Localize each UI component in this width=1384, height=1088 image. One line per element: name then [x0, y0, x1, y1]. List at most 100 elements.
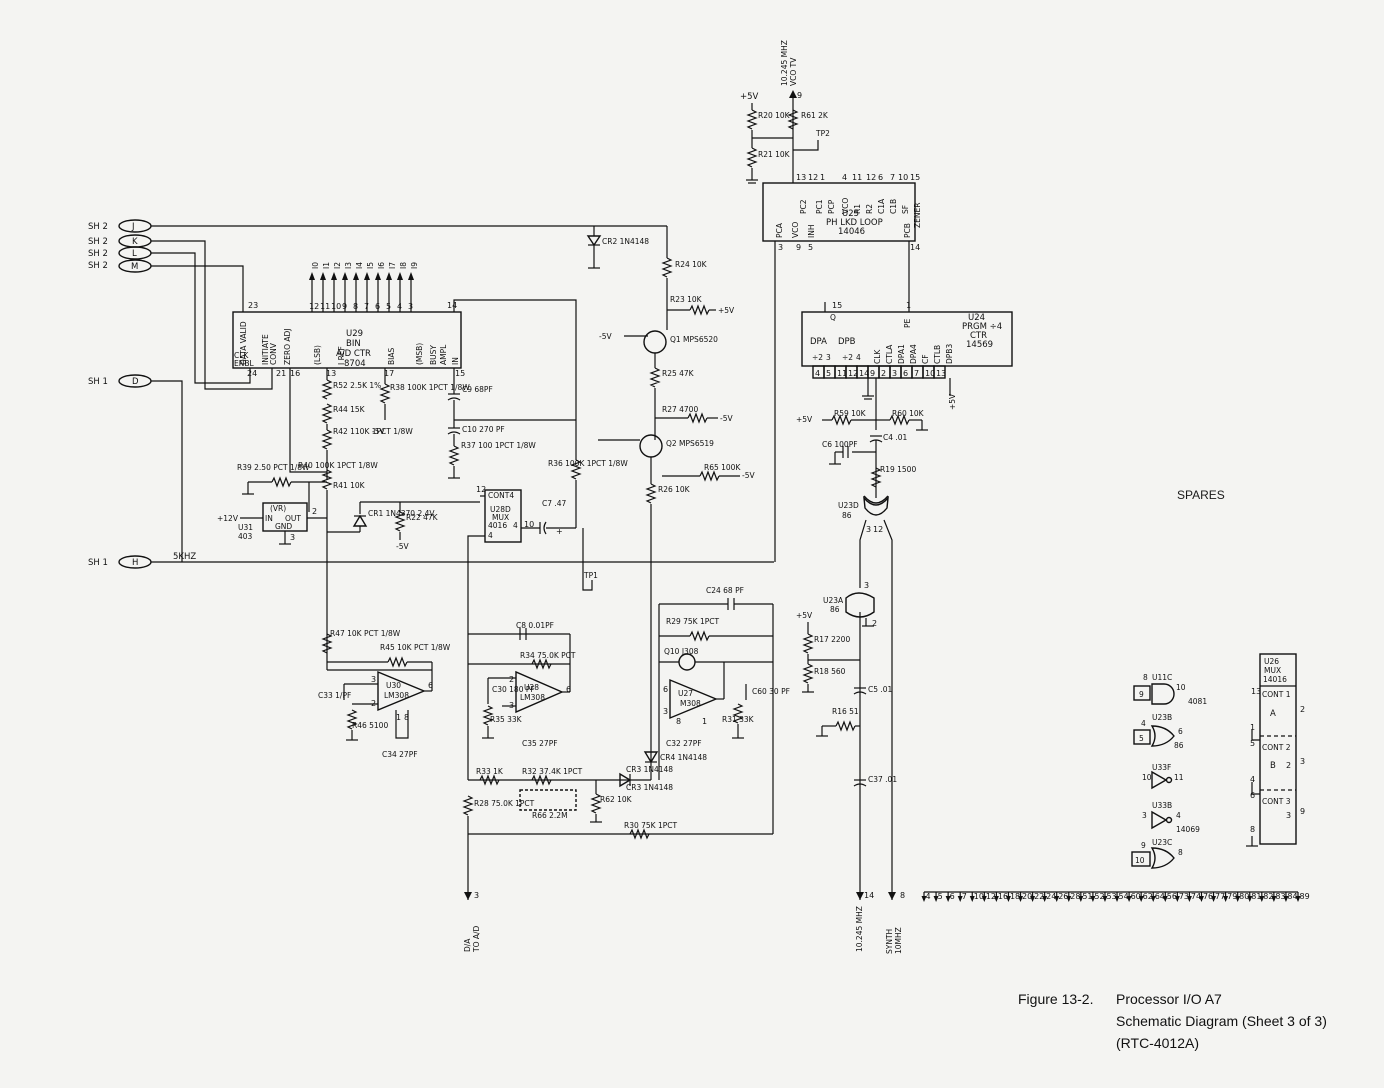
svg-text:9: 9 [1139, 690, 1144, 699]
u24-pin-label: 3 [892, 369, 897, 378]
svg-text:R33 1K: R33 1K [476, 767, 504, 776]
svg-text:CLK: CLK [234, 351, 249, 360]
svg-text:21: 21 [276, 369, 286, 378]
svg-text:DPB: DPB [838, 337, 856, 347]
svg-text:3: 3 [864, 581, 869, 590]
spare-u23c: 9 U23C 10 8 [1131, 838, 1183, 869]
svg-text:CR3 1N4148: CR3 1N4148 [626, 783, 673, 792]
svg-text:8: 8 [1178, 848, 1183, 857]
svg-text:AMPL: AMPL [439, 344, 448, 365]
svg-text:86: 86 [830, 605, 840, 614]
bus-pin-arrow [1283, 896, 1289, 902]
bus-pin-label: 16 [998, 892, 1008, 901]
svg-text:2: 2 [509, 675, 514, 684]
bus-pin-label: 81 [1251, 892, 1261, 901]
bus-pin-arrow [981, 896, 987, 902]
u24-pin-label: 2 [881, 369, 886, 378]
svg-text:3: 3 [663, 707, 668, 716]
svg-text:4: 4 [1176, 811, 1181, 820]
bus-pin-label: 24 [1046, 892, 1056, 901]
svg-text:U29: U29 [346, 329, 363, 339]
u24-pin-label: 12 [848, 369, 858, 378]
svg-text:R40 100K 1PCT 1/8W: R40 100K 1PCT 1/8W [298, 461, 378, 470]
svg-text:R19 1500: R19 1500 [880, 465, 916, 474]
svg-text:8: 8 [676, 717, 681, 726]
svg-text:PC2: PC2 [799, 199, 808, 214]
u23d-xor: U23D 86 3 12 [838, 495, 889, 534]
svg-text:10: 10 [898, 173, 908, 182]
bus-pin-arrow [945, 896, 951, 902]
svg-text:R1: R1 [853, 204, 862, 214]
svg-text:2: 2 [1286, 761, 1291, 770]
svg-text:10: 10 [1142, 773, 1152, 782]
svg-text:C1A: C1A [877, 198, 886, 214]
bus-pin-arrow [1174, 896, 1180, 902]
svg-text:MUX: MUX [1264, 666, 1281, 675]
figure-code: (RTC-4012A) [1116, 1035, 1199, 1051]
svg-text:SH 1: SH 1 [88, 377, 108, 387]
svg-text:10MHZ: 10MHZ [894, 927, 903, 954]
svg-text:U25: U25 [842, 209, 859, 219]
svg-text:403: 403 [238, 532, 253, 541]
u24-pin-label: 6 [903, 369, 908, 378]
u24-counter: DPA DPB ÷2 3 ÷2 4 CLK CTLA DPA1 DPA4 CF … [801, 301, 1013, 379]
svg-text:8: 8 [1143, 673, 1148, 682]
svg-text:+5V: +5V [796, 415, 813, 424]
svg-text:U23D: U23D [838, 501, 859, 510]
u24-pin-label: 7 [914, 369, 919, 378]
svg-text:C60 30 PF: C60 30 PF [752, 687, 790, 696]
svg-text:10.245 MHZ: 10.245 MHZ [855, 906, 864, 952]
bus-pin-arrow [1295, 896, 1301, 902]
svg-text:6: 6 [663, 685, 668, 694]
svg-text:VCO TV: VCO TV [789, 57, 798, 86]
figure-subtitle: Schematic Diagram (Sheet 3 of 3) [1116, 1013, 1327, 1029]
svg-text:CR3 1N4148: CR3 1N4148 [626, 765, 673, 774]
svg-text:3: 3 [1142, 811, 1147, 820]
svg-text:U33F: U33F [1152, 763, 1171, 772]
svg-text:CF: CF [921, 354, 930, 364]
bus-pin-label: 60 [1131, 892, 1141, 901]
svg-text:4081: 4081 [1188, 697, 1207, 706]
bus-pin-label: 4 [926, 892, 931, 901]
connector-h: SH 1 H 5KHZ [88, 552, 774, 569]
svg-text:C24 68 PF: C24 68 PF [706, 586, 744, 595]
bus-pin-label: 89 [1300, 892, 1310, 901]
svg-text:15: 15 [455, 369, 465, 378]
svg-text:13: 13 [326, 369, 336, 378]
svg-text:SF: SF [901, 205, 910, 214]
svg-text:ENBL: ENBL [234, 359, 254, 368]
svg-text:M308: M308 [680, 699, 701, 708]
bus-pin-label: 20 [1022, 892, 1032, 901]
bus-pin-arrow [1005, 896, 1011, 902]
svg-text:PCA: PCA [775, 222, 784, 238]
bus-pin-arrow [1042, 896, 1048, 902]
bus-pin-label: 22 [1034, 892, 1044, 901]
svg-text:C35 27PF: C35 27PF [522, 739, 558, 748]
svg-text:PH LKD LOOP: PH LKD LOOP [826, 218, 883, 228]
svg-text:÷2: ÷2 [842, 353, 853, 362]
u29-output-pin: 10 [331, 302, 341, 311]
bus-pin-arrow [1066, 896, 1072, 902]
svg-text:10.245 MHZ: 10.245 MHZ [780, 40, 789, 86]
svg-text:3: 3 [290, 533, 295, 542]
figure-caption: Figure 13-2.Processor I/O A7 Schematic D… [1018, 988, 1327, 1054]
u29-output-label: I8 [399, 262, 408, 269]
u29-output-arrow [320, 272, 326, 280]
svg-text:M: M [131, 262, 138, 272]
svg-text:R46 5100: R46 5100 [352, 721, 388, 730]
u31-regulator: (VR) IN OUT GND U31 403 2 3 [238, 502, 317, 542]
u24-pin-label: 14 [859, 369, 869, 378]
bus-pin-arrow [933, 896, 939, 902]
u29-output-label: I4 [355, 262, 364, 269]
svg-text:2: 2 [312, 507, 317, 516]
svg-text:CTLB: CTLB [933, 345, 942, 364]
u24-pin-label: 13 [936, 369, 946, 378]
svg-text:3: 3 [1286, 811, 1291, 820]
svg-text:C10 270 PF: C10 270 PF [462, 425, 505, 434]
svg-text:LM308: LM308 [520, 693, 545, 702]
bus-pin-arrow [1138, 896, 1144, 902]
svg-text:14: 14 [447, 301, 457, 310]
bus-pin-label: 18 [1010, 892, 1020, 901]
